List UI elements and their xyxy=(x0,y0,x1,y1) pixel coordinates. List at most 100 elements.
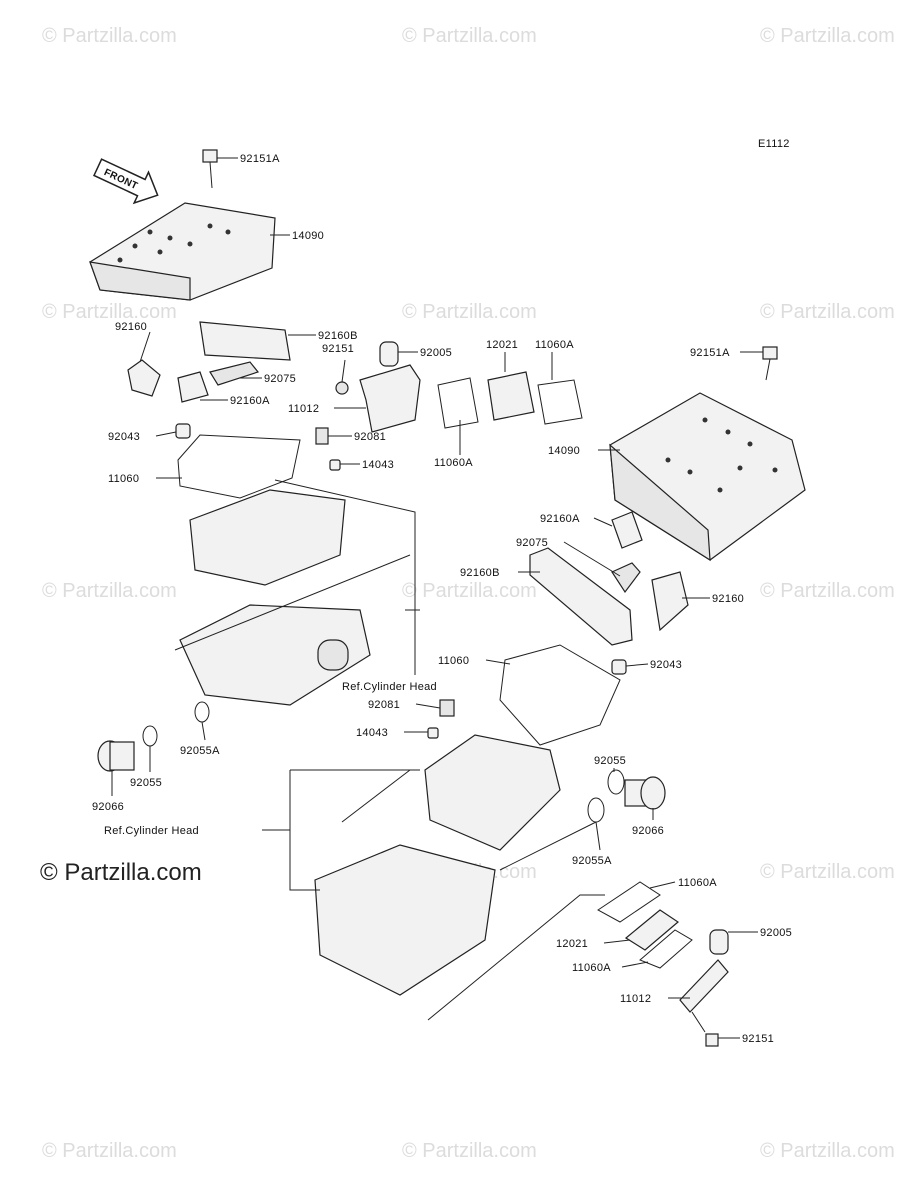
part-label: 92160B xyxy=(460,567,500,579)
part-label: 92151 xyxy=(322,343,354,355)
plug-92043-right xyxy=(611,659,627,675)
gasket-11060-left xyxy=(177,434,301,499)
part-label: 92151 xyxy=(742,1033,774,1045)
part-label: 11060A xyxy=(572,962,611,974)
damper-92075-right xyxy=(611,562,641,594)
part-label: 11060A xyxy=(678,877,717,889)
gasket-11060-right xyxy=(499,644,621,746)
part-label: 92066 xyxy=(92,801,124,813)
part-label: 92160 xyxy=(712,593,744,605)
o-ring-92055A-left xyxy=(194,701,210,723)
part-label: 92081 xyxy=(368,699,400,711)
part-label: 11060 xyxy=(438,655,469,667)
bolt-92151-right xyxy=(691,1011,719,1047)
watermark: © Partzilla.com xyxy=(42,1140,177,1162)
part-label: 92160A xyxy=(540,513,580,525)
bracket-11012-left xyxy=(359,364,421,433)
watermark: © Partzilla.com xyxy=(402,301,537,323)
bracket-11012-right xyxy=(679,959,729,1013)
part-label: 14043 xyxy=(356,727,388,739)
part-label: 14043 xyxy=(362,459,394,471)
part-label: 11012 xyxy=(288,403,319,415)
bolt-92151A-right xyxy=(762,346,778,381)
plug-14043-right xyxy=(427,727,439,739)
ref-label: Ref.Cylinder Head xyxy=(104,825,199,837)
part-label: 92151A xyxy=(240,153,280,165)
cylinder-head-left xyxy=(179,489,371,706)
part-label: 11060A xyxy=(434,457,473,469)
watermark-group: © Partzilla.com © Partzilla.com © Partzi… xyxy=(40,25,895,1162)
part-label: 92043 xyxy=(650,659,682,671)
rubber-92160-right xyxy=(651,571,689,632)
part-label: 92055 xyxy=(594,755,626,767)
part-label: 92066 xyxy=(632,825,664,837)
watermark-main: © Partzilla.com xyxy=(40,859,202,886)
watermark: © Partzilla.com xyxy=(760,25,895,47)
part-label: 92160A xyxy=(230,395,270,407)
part-label: 12021 xyxy=(556,938,588,950)
part-label: 11060A xyxy=(535,339,574,351)
part-label: 92081 xyxy=(354,431,386,443)
part-label: 92005 xyxy=(420,347,452,359)
watermark: © Partzilla.com xyxy=(402,1140,537,1162)
watermark: © Partzilla.com xyxy=(760,301,895,323)
cover-92160B-right xyxy=(529,547,633,646)
part-label: 92043 xyxy=(108,431,140,443)
reed-valve-12021-left xyxy=(487,371,535,421)
part-label: 92160 xyxy=(115,321,147,333)
front-arrow-icon: FRONT xyxy=(93,158,159,205)
o-ring-92055A-right xyxy=(587,797,605,823)
rubber-92160 xyxy=(127,359,161,397)
part-label: 14090 xyxy=(548,445,580,457)
spring-92081-left xyxy=(315,427,329,445)
plug-92066-right xyxy=(624,776,666,810)
bolt-92151A xyxy=(202,149,218,189)
part-label: 92055A xyxy=(180,745,220,757)
part-label: 92005 xyxy=(760,927,792,939)
part-label: 92151A xyxy=(690,347,730,359)
part-label: 92075 xyxy=(264,373,296,385)
watermark: © Partzilla.com xyxy=(402,25,537,47)
part-label: 92055 xyxy=(130,777,162,789)
o-ring-92055-left xyxy=(142,725,158,747)
plug-92043-left xyxy=(175,423,191,439)
part-label: 92160B xyxy=(318,330,358,342)
head-cover-14090-left xyxy=(89,202,276,301)
diagram-code: E1112 xyxy=(758,138,790,150)
reed-valve-12021-right xyxy=(624,909,679,951)
plug-14043-left xyxy=(329,459,341,471)
gasket-11060A-right-2 xyxy=(639,929,693,969)
gasket-11060A-left xyxy=(437,377,479,429)
head-cover-14090-right xyxy=(609,392,806,562)
part-label: 92075 xyxy=(516,537,548,549)
part-labels: 92151A 14090 92160 92160B 92151 92005 12… xyxy=(92,153,792,1045)
cap-92005-right xyxy=(709,929,729,955)
watermark: © Partzilla.com xyxy=(42,580,177,602)
watermark: © Partzilla.com xyxy=(402,580,537,602)
watermark: © Partzilla.com xyxy=(760,580,895,602)
plug-92066-left xyxy=(97,740,135,772)
rubber-92160A xyxy=(177,371,209,403)
part-label: 92055A xyxy=(572,855,612,867)
gasket-11060A-left-2 xyxy=(537,379,583,425)
part-label: 12021 xyxy=(486,339,518,351)
o-ring-92055-right xyxy=(607,769,625,795)
rubber-92160A-right xyxy=(611,511,643,549)
cylinder-head-right xyxy=(314,734,561,996)
cover-92160B xyxy=(199,321,291,361)
watermark: © Partzilla.com xyxy=(42,301,177,323)
watermark: © Partzilla.com xyxy=(42,25,177,47)
watermark: © Partzilla.com xyxy=(760,1140,895,1162)
part-label: 11012 xyxy=(620,993,651,1005)
bolt-92151-left xyxy=(335,381,349,395)
gasket-11060A-right-1 xyxy=(597,881,661,923)
ref-label: Ref.Cylinder Head xyxy=(342,681,437,693)
cap-92005 xyxy=(379,341,399,367)
part-label: 14090 xyxy=(292,230,324,242)
part-label: 11060 xyxy=(108,473,139,485)
leader-lines xyxy=(111,331,758,1039)
watermark: © Partzilla.com xyxy=(760,861,895,883)
spring-92081-right xyxy=(439,699,455,717)
